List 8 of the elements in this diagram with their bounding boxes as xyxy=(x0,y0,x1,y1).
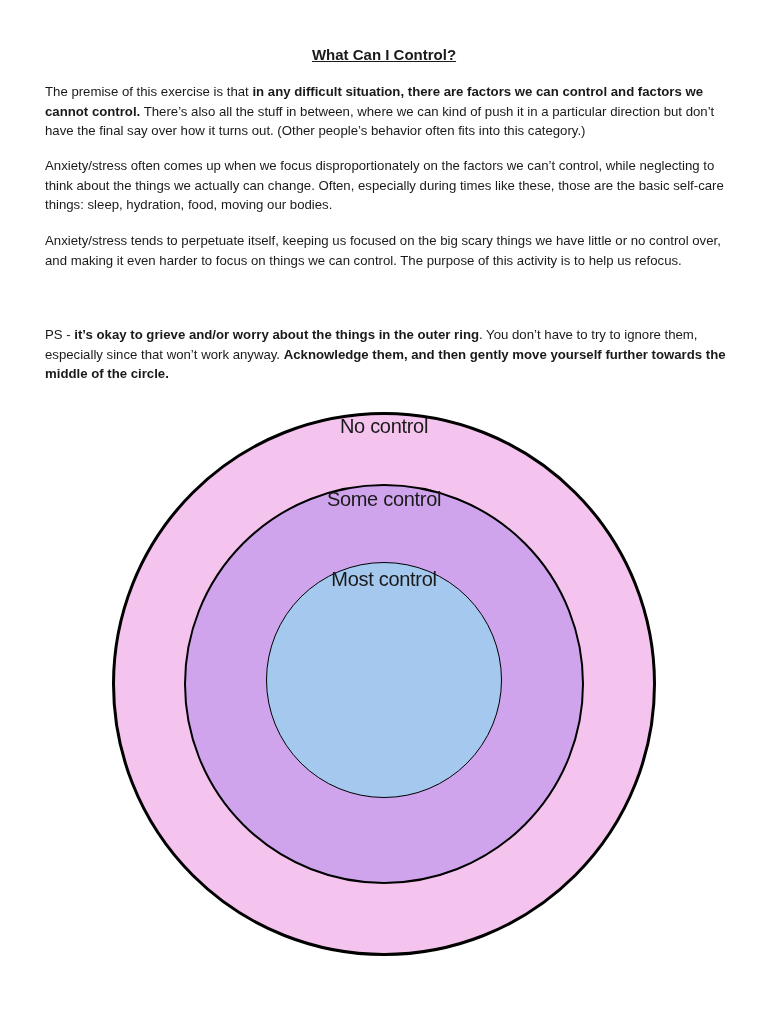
ring-label: Some control xyxy=(326,488,442,511)
paragraph: PS - it’s okay to grieve and/or worry about the things in the outer ring. You don’t have to try to ignore them, especially since that won’t work anyway. Acknowledge them, and then gently move yourself further towards the middle of the circle. xyxy=(45,326,727,383)
paragraph: The premise of this exercise is that in any difficult situation, there are factors we can control and factors we cannot control. There’s also all the stuff in between, where we can kind of push it in a particular direction but don’t have the final say over how it turns out. (Other people’s behavior often fits into this category.) xyxy=(45,83,716,140)
paragraph: Anxiety/stress tends to perpetuate itself, keeping us focused on the big scary things we have little or no control over, and making it even harder to focus on things we can control. The purpose of this activity is to help us refocus. xyxy=(45,232,722,270)
title: What Can I Control? xyxy=(310,46,458,63)
paragraph: Anxiety/stress often comes up when we focus disproportionately on the factors we can’t control, while neglecting to think about the things we actually can change. Often, especially during times like these, those are the basic self-care things: sleep, hydration, food, moving our bodies. xyxy=(45,157,725,214)
ring-label: No control xyxy=(339,415,429,438)
ring-label: Most control xyxy=(331,568,437,591)
